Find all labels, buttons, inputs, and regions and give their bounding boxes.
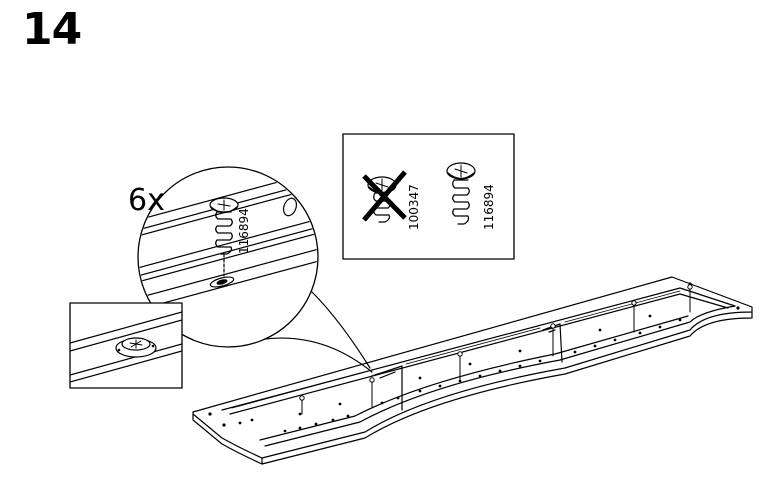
correct-part-number: 116894 [482, 184, 496, 230]
quantity-label: 6x [128, 186, 165, 216]
zoom-part-number: 116894 [237, 208, 251, 254]
wrong-part-number: 100347 [407, 184, 421, 230]
cam-lock-detail [70, 303, 182, 388]
